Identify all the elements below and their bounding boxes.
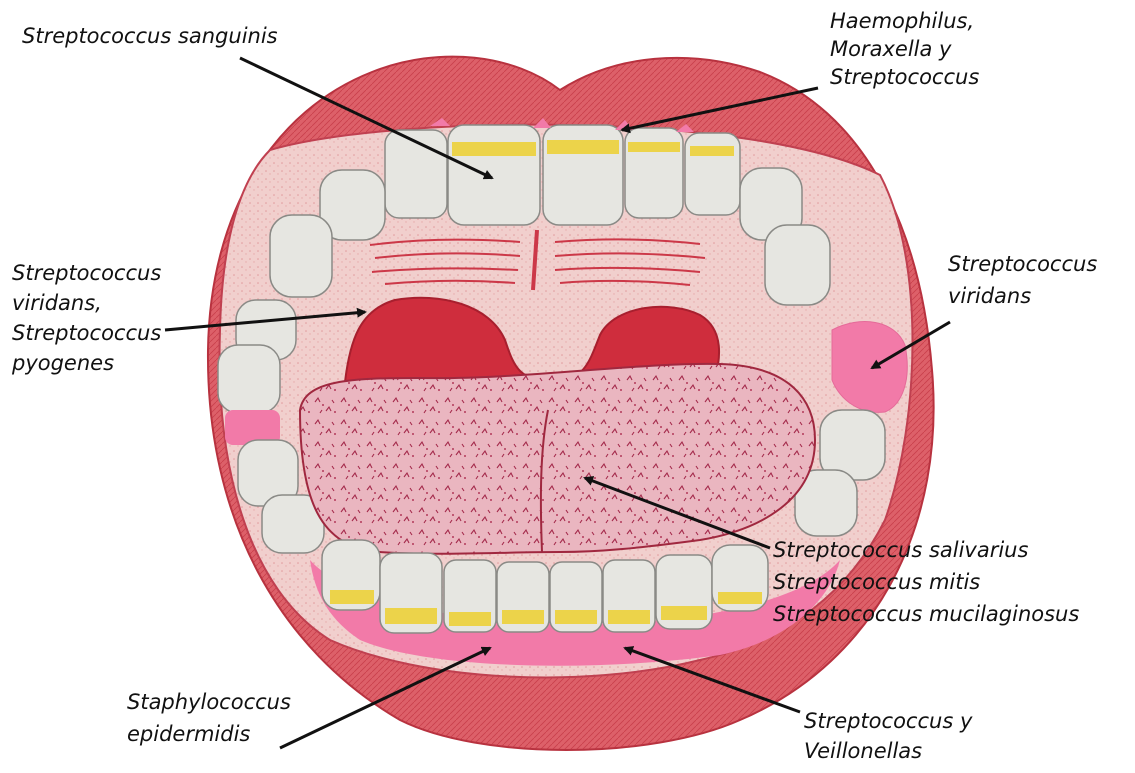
label-tongue-species: Streptococcus salivarius Streptococcus m…: [773, 534, 1079, 630]
tongue: [300, 364, 815, 554]
label-haemophilus: Haemophilus, Moraxella y Streptococcus: [830, 7, 979, 91]
label-streptococcus-viridans-pyogenes: Streptococcus viridans, Streptococcus py…: [12, 258, 161, 378]
label-streptococcus-veillonellas: Streptococcus y Veillonellas: [804, 706, 972, 766]
label-streptococcus-viridans-right: Streptococcus viridans: [948, 248, 1097, 312]
label-staphylococcus-epidermidis: Staphylococcus epidermidis: [127, 686, 291, 750]
label-streptococcus-sanguinis: Streptococcus sanguinis: [22, 22, 278, 50]
